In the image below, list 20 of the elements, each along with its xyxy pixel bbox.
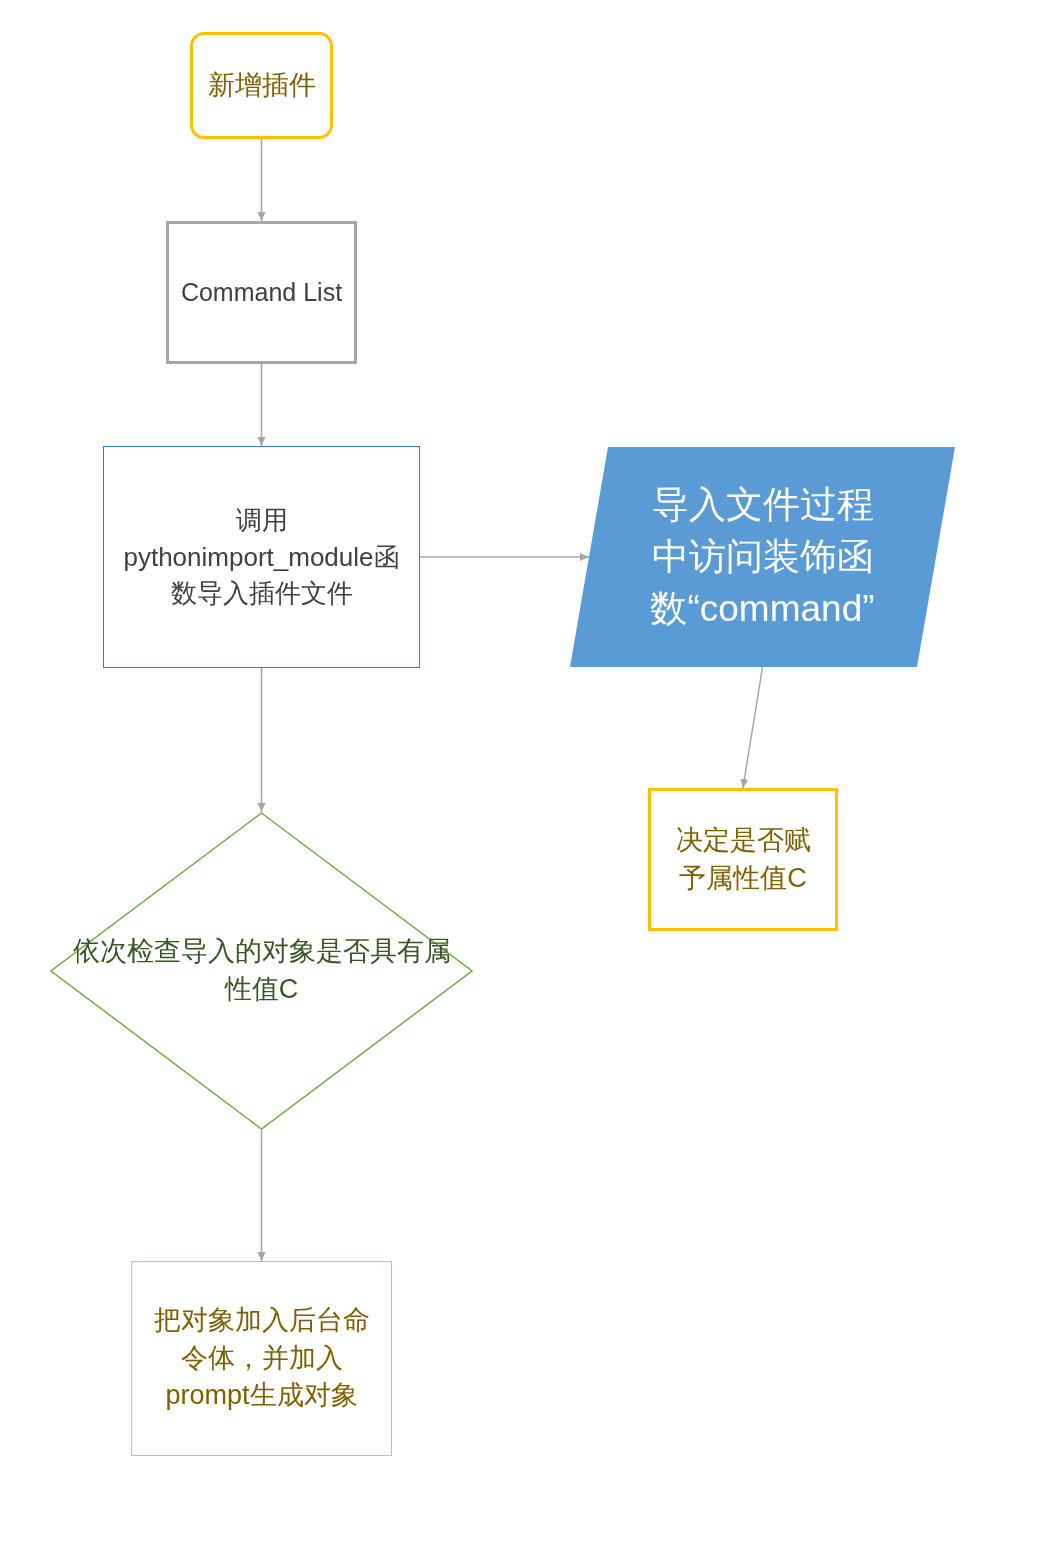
process-box — [166, 221, 357, 364]
arrow — [257, 363, 266, 447]
box-label: 导入文件过程中访问装饰函数“command” — [649, 483, 876, 631]
box-label: 新增插件 — [207, 68, 316, 102]
data-parallelogram — [570, 447, 955, 667]
arrow — [257, 138, 266, 222]
arrow — [419, 553, 590, 561]
box-label: 依次检查导入的对象是否具有属性值C — [71, 935, 452, 1006]
arrow — [257, 1129, 266, 1262]
arrow — [740, 666, 764, 789]
box-label: 调用pythonimport_module函数导入插件文件 — [122, 504, 401, 611]
box-label: 决定是否赋予属性值C — [674, 823, 812, 895]
box-label: Command List — [180, 277, 343, 308]
box-label: 把对象加入后台命令体，并加入prompt生成对象 — [152, 1303, 371, 1413]
process-box — [131, 1261, 392, 1456]
decision-diamond — [50, 812, 473, 1130]
process-box — [648, 788, 838, 931]
process-box — [103, 446, 420, 668]
arrow — [257, 667, 266, 813]
start-box — [190, 32, 333, 139]
